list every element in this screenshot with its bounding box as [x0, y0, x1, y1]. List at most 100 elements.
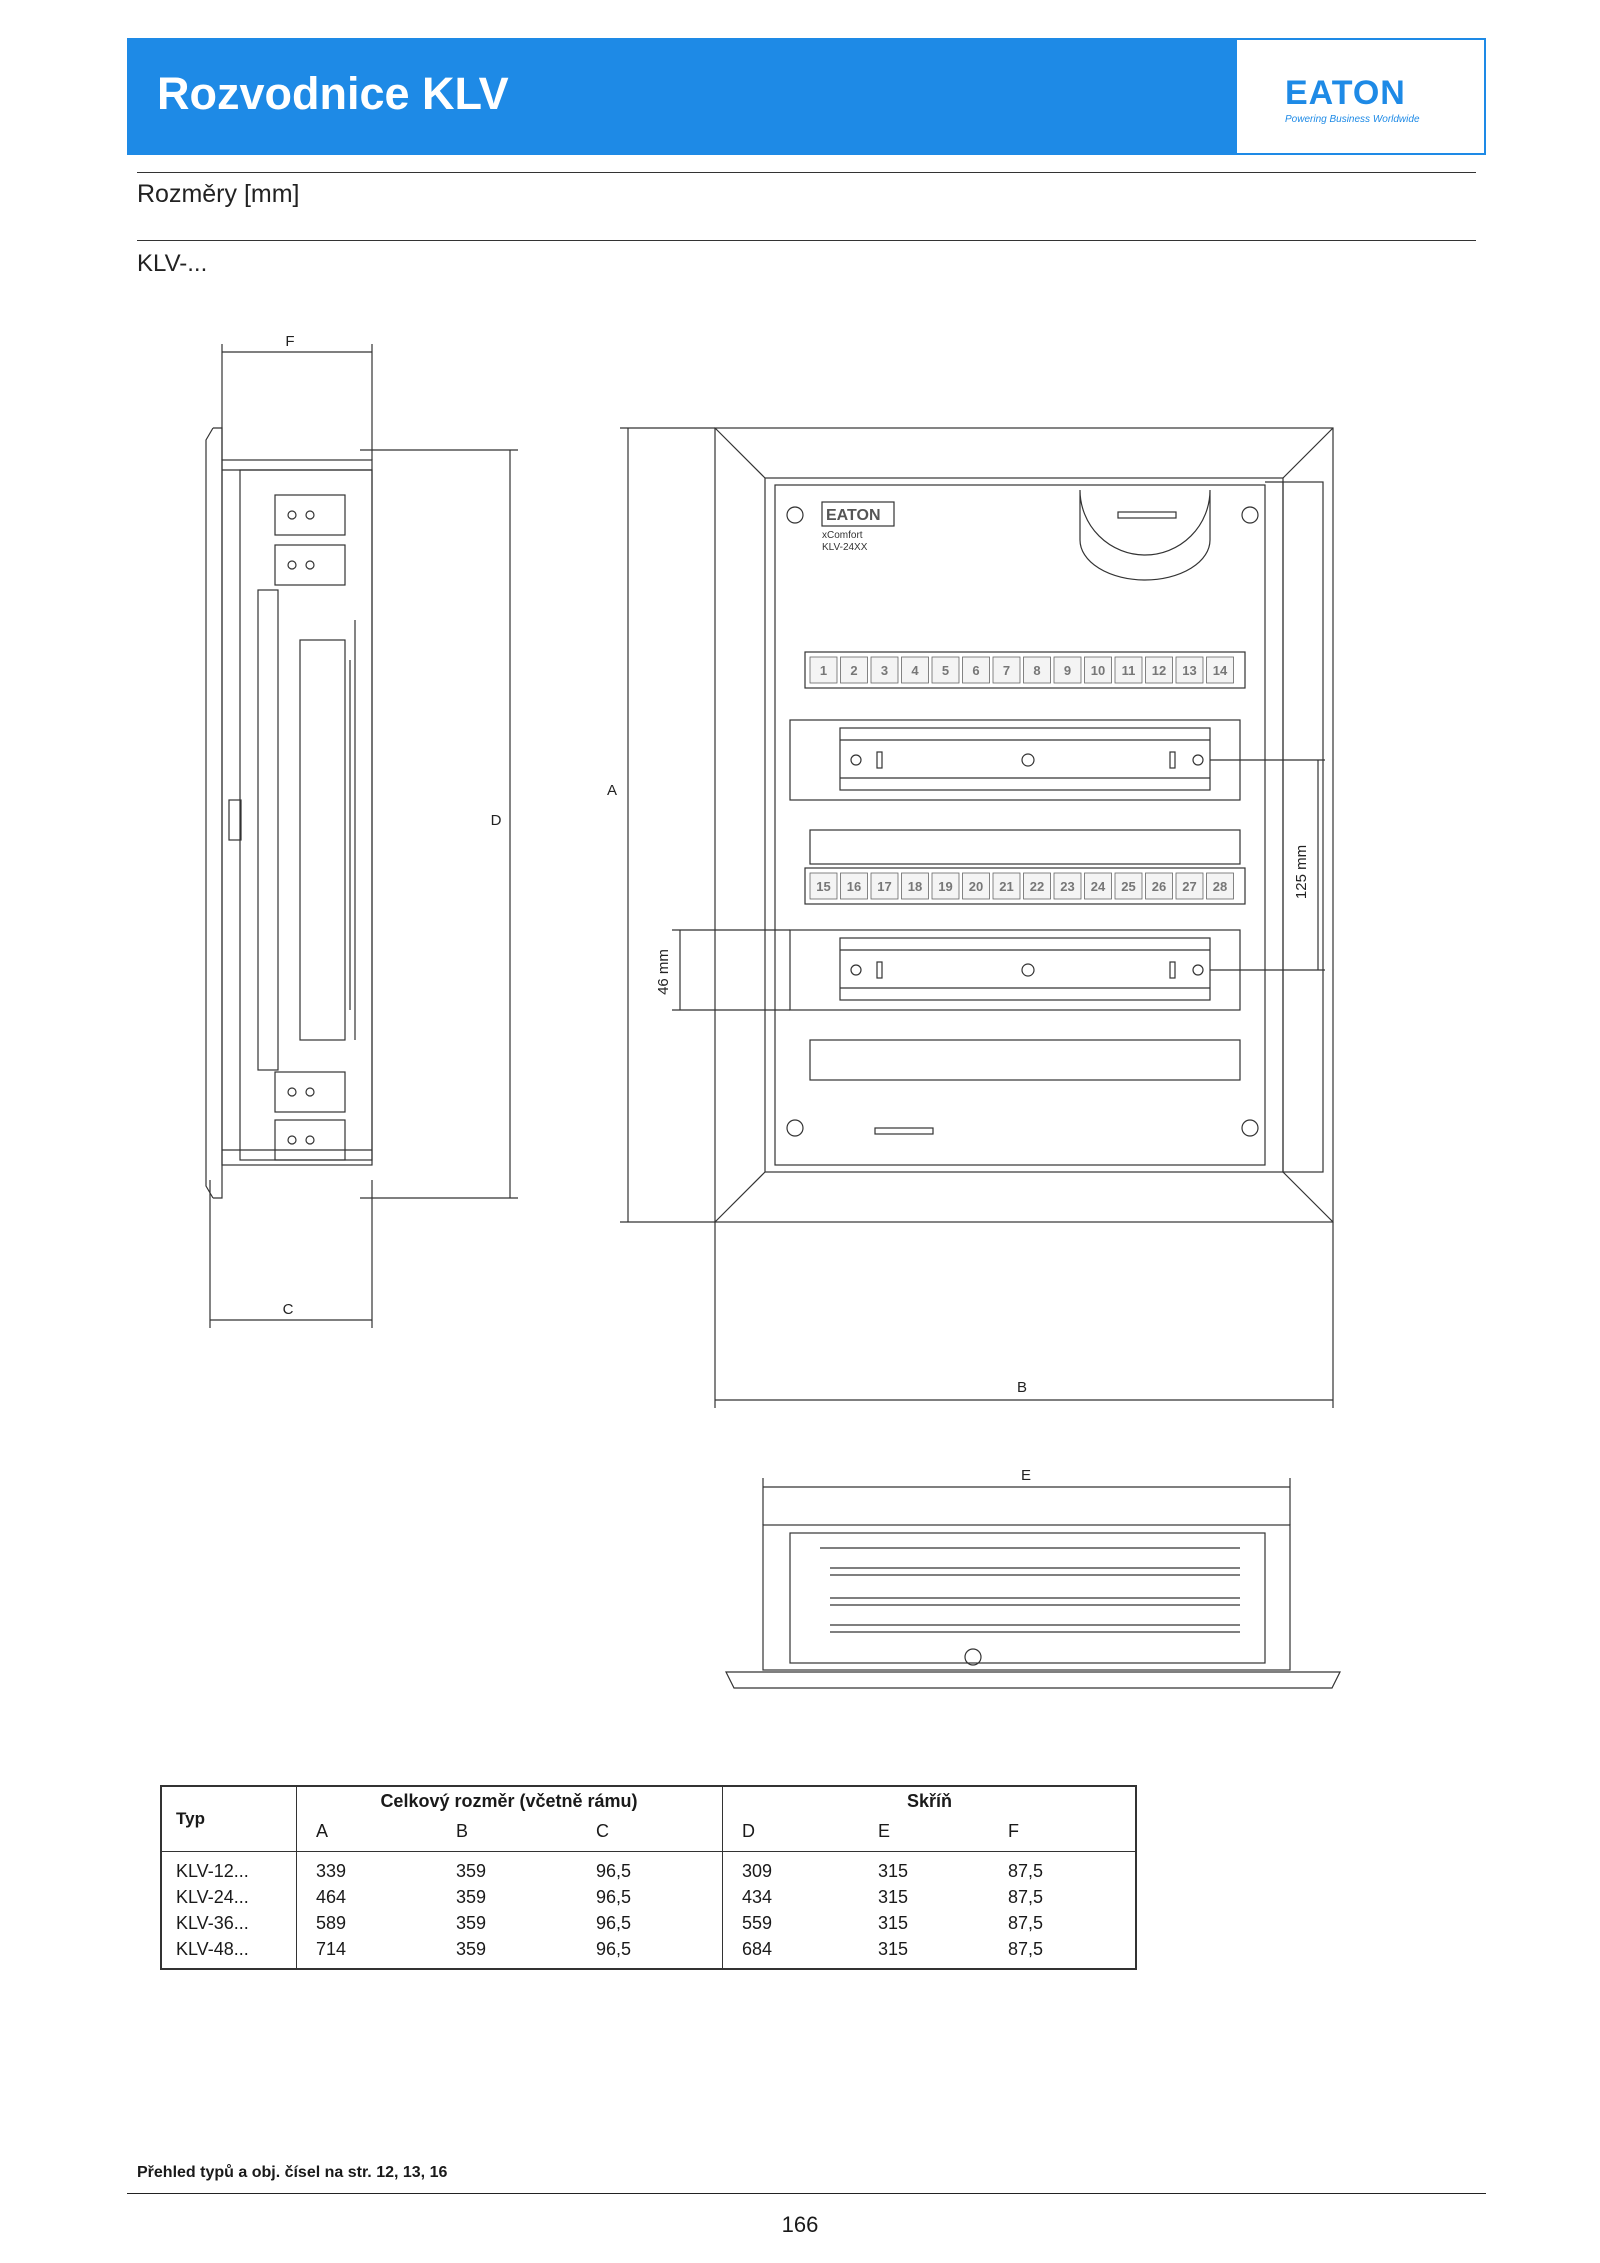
row1-box	[992, 656, 1021, 684]
row1-number: 14	[1213, 663, 1228, 678]
footer-divider	[127, 2193, 1486, 2194]
row2-number: 18	[908, 879, 922, 894]
row2-box	[870, 872, 899, 900]
table-cell: 87,5	[1008, 1887, 1044, 1907]
table-cell: 96,5	[596, 1939, 632, 1959]
row1-number: 9	[1064, 663, 1071, 678]
table-cell: 434	[742, 1887, 773, 1907]
row1-box	[1145, 656, 1173, 684]
row2-number: 26	[1152, 879, 1166, 894]
row2-number: 25	[1121, 879, 1135, 894]
row-type: KLV-48...	[176, 1939, 249, 1959]
row2-number: 19	[938, 879, 952, 894]
row1-box	[1175, 656, 1204, 684]
table-cell: 359	[456, 1861, 487, 1881]
eaton-logo: EATON Powering Business Worldwide	[1237, 40, 1484, 153]
row1-number: 7	[1003, 663, 1010, 678]
row2-number: 23	[1060, 879, 1074, 894]
row2-number: 24	[1091, 879, 1106, 894]
table-cell: 96,5	[596, 1887, 632, 1907]
dim-46mm: 46 mm	[655, 949, 672, 995]
row2-box	[1053, 872, 1082, 900]
row2-box	[840, 872, 868, 900]
row2-number: 16	[847, 879, 861, 894]
table-cell: 309	[742, 1861, 773, 1881]
row2-box	[1206, 872, 1234, 900]
device-line2: KLV-24XX	[822, 542, 868, 553]
col-header-f: F	[1008, 1821, 1019, 1841]
header-banner: Rozvodnice KLV EATON Powering Business W…	[127, 38, 1486, 155]
footnote: Přehled typů a obj. čísel na str. 12, 13…	[137, 2164, 448, 2181]
row1-number: 4	[911, 663, 919, 678]
row-type: KLV-36...	[176, 1913, 249, 1933]
table-cell: 339	[316, 1861, 347, 1881]
row2-box	[901, 872, 929, 900]
row2-number: 28	[1213, 879, 1227, 894]
row2-number: 17	[877, 879, 891, 894]
page-title: Rozvodnice KLV	[157, 68, 509, 119]
device-line1: xComfort	[822, 530, 863, 541]
row2-number: 20	[969, 879, 983, 894]
row2-box	[1145, 872, 1173, 900]
table-cell: 359	[456, 1887, 487, 1907]
row2-box	[809, 872, 838, 900]
col-header-a: A	[316, 1821, 329, 1841]
table-cell: 87,5	[1008, 1939, 1044, 1959]
label-a: A	[607, 782, 617, 799]
table-cell: 589	[316, 1913, 347, 1933]
table-cell: 87,5	[1008, 1861, 1044, 1881]
row1-box	[870, 656, 899, 684]
row1-number: 13	[1182, 663, 1196, 678]
table-cell: 315	[878, 1861, 909, 1881]
col-header-e: E	[878, 1821, 891, 1841]
section-title: Rozměry [mm]	[137, 180, 300, 208]
label-d: D	[491, 812, 502, 829]
row2-number: 27	[1182, 879, 1196, 894]
row1-box	[1084, 656, 1112, 684]
number-row-2: 15 16 17 18 19 20 21 22 23 24 25 26 27 28	[809, 872, 1234, 900]
group-header-overall: Celkový rozměr (včetně rámu)	[380, 1791, 638, 1811]
row2-number: 15	[816, 879, 830, 894]
row1-number: 8	[1033, 663, 1040, 678]
table-cell: 315	[878, 1887, 909, 1907]
subtitle: KLV-...	[137, 250, 208, 277]
label-f: F	[285, 333, 294, 350]
row1-box	[1206, 656, 1234, 684]
logo-tagline: Powering Business Worldwide	[1285, 114, 1420, 125]
label-c: C	[283, 1301, 294, 1318]
dimension-drawing: F C D A B E 125 mm 46 mm EATON xComfort …	[205, 333, 1341, 1689]
table-cell: 359	[456, 1939, 487, 1959]
table-cell: 96,5	[596, 1913, 632, 1933]
row2-number: 21	[999, 879, 1013, 894]
table-cell: 87,5	[1008, 1913, 1044, 1933]
row1-box	[809, 656, 838, 684]
logo-wordmark: EATON	[1285, 74, 1406, 112]
device-brand: EATON	[826, 507, 881, 524]
row1-number: 6	[972, 663, 979, 678]
dim-125mm: 125 mm	[1293, 845, 1310, 899]
row2-box	[1175, 872, 1204, 900]
label-e: E	[1021, 1467, 1031, 1484]
row1-number: 1	[820, 663, 827, 678]
row2-box	[931, 872, 960, 900]
row2-number: 22	[1030, 879, 1044, 894]
col-header-d: D	[742, 1821, 755, 1841]
dimension-table: Typ Celkový rozměr (včetně rámu) Skříň A…	[160, 1785, 1137, 1970]
table-cell: 359	[456, 1913, 487, 1933]
table-cell: 315	[878, 1939, 909, 1959]
row1-number: 10	[1091, 663, 1105, 678]
table-cell: 684	[742, 1939, 773, 1959]
row1-box	[1023, 656, 1051, 684]
col-typ-header: Typ	[176, 1809, 205, 1828]
row2-box	[1023, 872, 1051, 900]
group-header-enclosure: Skříň	[906, 1791, 953, 1811]
table-cell: 714	[316, 1939, 347, 1959]
label-b: B	[1017, 1379, 1027, 1396]
row1-box	[1053, 656, 1082, 684]
row2-box	[1114, 872, 1143, 900]
page-number: 166	[781, 2212, 819, 2237]
row1-number: 5	[942, 663, 949, 678]
row2-box	[992, 872, 1021, 900]
divider	[137, 240, 1476, 241]
